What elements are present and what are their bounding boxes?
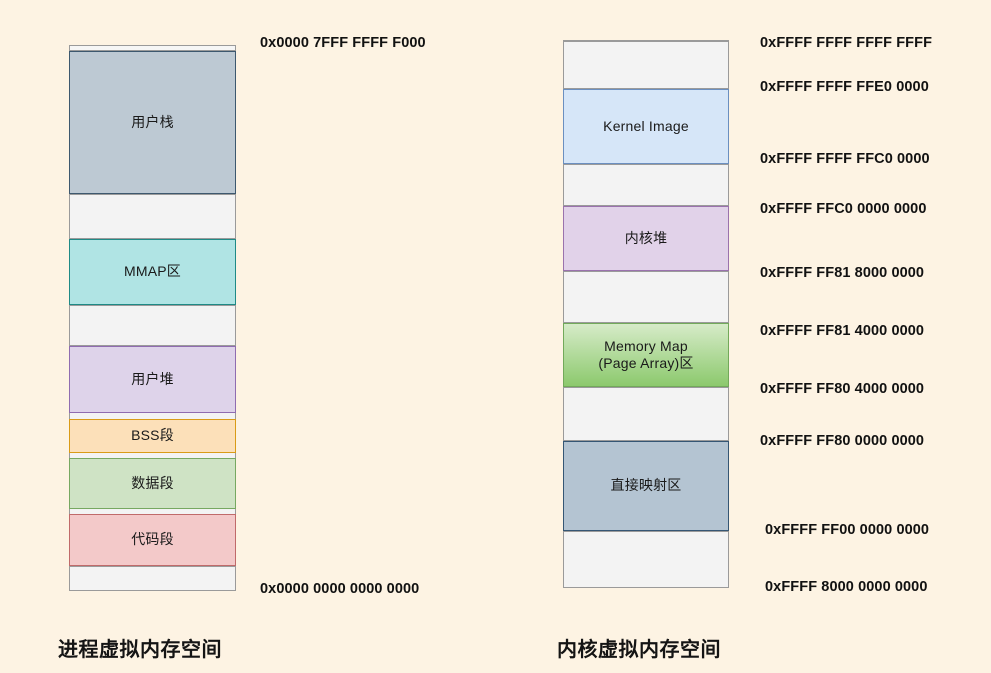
address-label-kernel-8: 0xFFFF FF00 0000 0000 xyxy=(765,522,930,538)
kernel-block-memory-map[interactable]: Memory Map (Page Array)区 xyxy=(563,323,729,387)
memory-block-label: Memory Map (Page Array)区 xyxy=(598,337,694,372)
memory-block-text[interactable]: 代码段 xyxy=(69,514,236,566)
memory-block-label: 内核堆 xyxy=(624,229,668,246)
caption-process-virtual-memory: 进程虚拟内存空间 xyxy=(58,639,222,661)
memory-block-label: BSS段 xyxy=(131,427,174,444)
kernel-block-gap-3 xyxy=(563,387,729,441)
address-label-kernel-7: 0xFFFF FF80 0000 0000 xyxy=(760,433,925,449)
address-label-process-bottom: 0x0000 0000 0000 0000 xyxy=(260,581,420,597)
memory-block-mmap[interactable]: MMAP区 xyxy=(69,239,236,305)
process-top-sliver xyxy=(69,45,236,51)
address-label-process-top: 0x0000 7FFF FFFF F000 xyxy=(260,35,426,51)
kernel-block-gap-1 xyxy=(563,164,729,206)
caption-kernel-virtual-memory: 内核虚拟内存空间 xyxy=(557,639,721,661)
memory-block-label: 数据段 xyxy=(131,474,174,491)
memory-block-label: 代码段 xyxy=(131,531,174,548)
memory-block-gap-3 xyxy=(69,566,236,591)
memory-block-gap-2 xyxy=(69,305,236,346)
memory-block-data[interactable]: 数据段 xyxy=(69,458,236,509)
memory-block-label: 用户栈 xyxy=(131,113,174,130)
memory-block-user-heap[interactable]: 用户堆 xyxy=(69,346,236,413)
kernel-block-kernel-heap[interactable]: 内核堆 xyxy=(563,206,729,271)
kernel-block-kernel-image[interactable]: Kernel Image xyxy=(563,89,729,164)
address-label-kernel-1: 0xFFFF FFFF FFE0 0000 xyxy=(760,79,929,95)
address-label-kernel-3: 0xFFFF FFC0 0000 0000 xyxy=(760,201,927,217)
kernel-block-gap-top xyxy=(563,41,729,89)
process-memory-column: 用户栈 MMAP区 用户堆 BSS段 数据段 代码段 xyxy=(69,45,236,591)
address-label-kernel-9: 0xFFFF 8000 0000 0000 xyxy=(765,579,928,595)
address-label-kernel-6: 0xFFFF FF80 4000 0000 xyxy=(760,381,925,397)
memory-block-gap-1 xyxy=(69,194,236,239)
memory-block-label: 用户堆 xyxy=(131,370,174,387)
memory-block-label: 直接映射区 xyxy=(610,477,682,494)
kernel-block-direct-mapping[interactable]: 直接映射区 xyxy=(563,441,729,531)
address-label-kernel-4: 0xFFFF FF81 8000 0000 xyxy=(760,265,925,281)
memory-block-user-stack[interactable]: 用户栈 xyxy=(69,51,236,194)
kernel-block-gap-2 xyxy=(563,271,729,323)
kernel-block-gap-bottom xyxy=(563,531,729,588)
memory-block-label: MMAP区 xyxy=(124,263,181,280)
address-label-kernel-0: 0xFFFF FFFF FFFF FFFF xyxy=(760,35,933,51)
address-label-kernel-2: 0xFFFF FFFF FFC0 0000 xyxy=(760,151,930,167)
kernel-memory-column: Kernel Image 内核堆 Memory Map (Page Array)… xyxy=(563,40,729,588)
memory-block-label: Kernel Image xyxy=(603,117,689,134)
address-label-kernel-5: 0xFFFF FF81 4000 0000 xyxy=(760,323,925,339)
memory-block-bss[interactable]: BSS段 xyxy=(69,419,236,453)
